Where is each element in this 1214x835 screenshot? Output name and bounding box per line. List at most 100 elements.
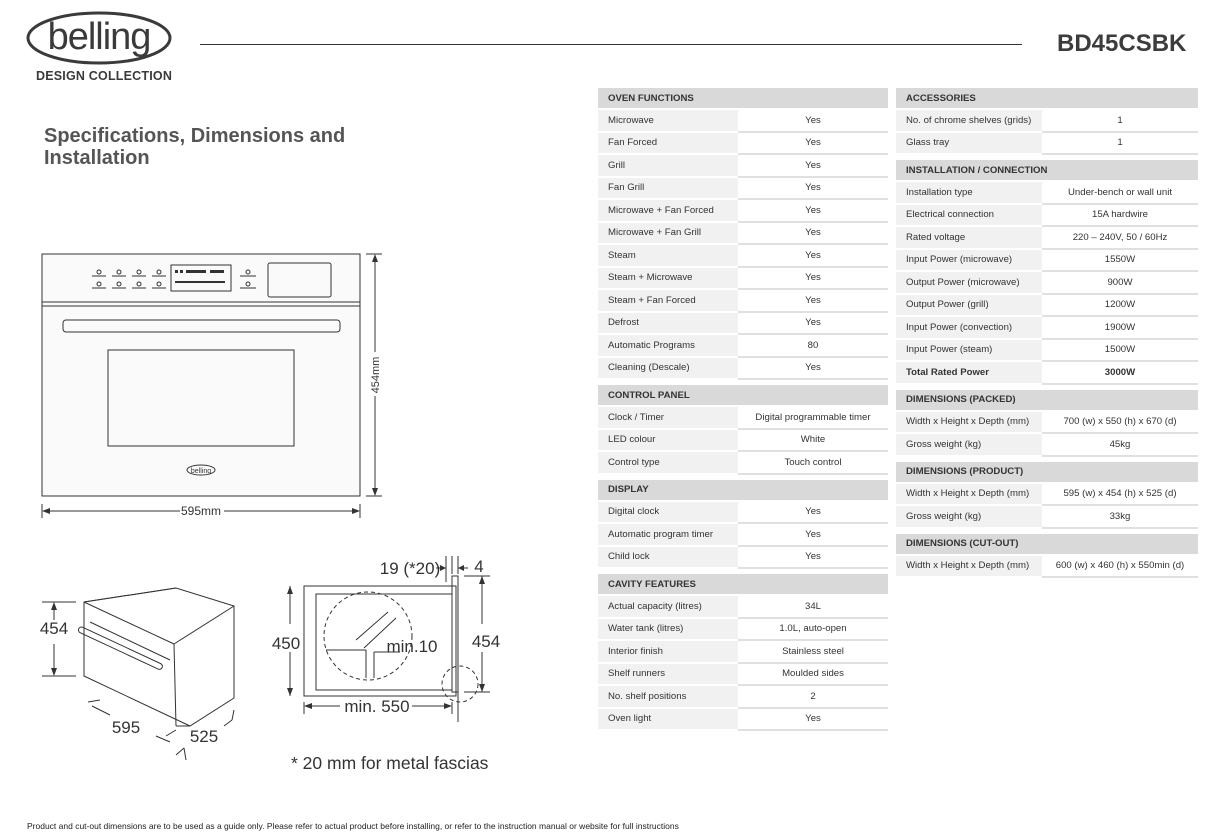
spec-label: LED colour [598, 428, 738, 452]
spec-label: Input Power (convection) [896, 316, 1042, 340]
spec-label: Control type [598, 451, 738, 475]
spec-label: Actual capacity (litres) [598, 595, 738, 619]
spec-label: Microwave + Fan Forced [598, 199, 738, 223]
iso-width-label: 595 [112, 718, 140, 737]
section-gap-cell [598, 473, 889, 480]
section-title: DIMENSIONS (PRODUCT) [896, 461, 1198, 484]
spec-value: 33kg [1042, 505, 1198, 529]
section-gap [598, 473, 889, 480]
fascia-note: * 20 mm for metal fascias [291, 753, 489, 773]
section-title: DIMENSIONS (PACKED) [896, 389, 1198, 412]
iso-depth-label: 525 [190, 727, 218, 746]
spec-label: Automatic Programs [598, 334, 738, 358]
spec-value: Yes [738, 523, 889, 547]
spec-value: Yes [738, 356, 889, 380]
spec-label: Input Power (steam) [896, 338, 1042, 362]
spec-value: 595 (w) x 454 (h) x 525 (d) [1042, 482, 1198, 506]
section-gap [896, 154, 1198, 160]
spec-row: Input Power (convection)1900W [896, 316, 1198, 340]
spec-row: Output Power (grill)1200W [896, 293, 1198, 317]
spec-label: Defrost [598, 311, 738, 335]
logo-wordmark: belling [48, 16, 151, 58]
spec-value: 3000W [1042, 361, 1198, 385]
spec-value: Yes [738, 266, 889, 290]
spec-label: Gross weight (kg) [896, 505, 1042, 529]
spec-row: Width x Height x Depth (mm)700 (w) x 550… [896, 410, 1198, 434]
spec-label: Steam + Microwave [598, 266, 738, 290]
section-header: DIMENSIONS (CUT-OUT) [896, 533, 1198, 556]
door-brand-mark: belling [191, 468, 211, 475]
spec-label: Grill [598, 154, 738, 178]
spec-row: Input Power (microwave)1550W [896, 248, 1198, 272]
spec-label: Output Power (microwave) [896, 271, 1042, 295]
spec-label: Installation type [896, 181, 1042, 205]
spec-row: Cleaning (Descale)Yes [598, 356, 889, 380]
spec-value: 1.0L, auto-open [738, 617, 889, 641]
spec-row: Input Power (steam)1500W [896, 338, 1198, 362]
section-title: CAVITY FEATURES [598, 574, 889, 596]
spec-value: 45kg [1042, 433, 1198, 457]
front-view-drawing: belling 595mm 454mm [41, 253, 382, 518]
spec-value: 15A hardwire [1042, 203, 1198, 227]
spec-row: Gross weight (kg)45kg [896, 433, 1198, 457]
spec-value: Yes [738, 109, 889, 133]
brand-subtitle: DESIGN COLLECTION [36, 69, 173, 83]
section-title: DIMENSIONS (CUT-OUT) [896, 533, 1198, 556]
isometric-drawing: 454 595 525 [40, 587, 235, 761]
spec-row: Gross weight (kg)33kg [896, 505, 1198, 529]
min10-label: min.10 [386, 637, 437, 656]
section-header: INSTALLATION / CONNECTION [896, 160, 1198, 182]
spec-row: Output Power (microwave)900W [896, 271, 1198, 295]
spec-value: 1550W [1042, 248, 1198, 272]
spec-label: Rated voltage [896, 226, 1042, 250]
spec-value: 700 (w) x 550 (h) x 670 (d) [1042, 410, 1198, 434]
spec-value: 1200W [1042, 293, 1198, 317]
spec-value: White [738, 428, 889, 452]
spec-value: Yes [738, 500, 889, 524]
spec-label: Water tank (litres) [598, 617, 738, 641]
spec-value: 1 [1042, 109, 1198, 133]
spec-value: Digital programmable timer [738, 406, 889, 430]
spec-value: Touch control [738, 451, 889, 475]
spec-value: 80 [738, 334, 889, 358]
spec-value: Yes [738, 154, 889, 178]
section-gap [896, 383, 1198, 390]
spec-label: Cleaning (Descale) [598, 356, 738, 380]
section-header: DIMENSIONS (PRODUCT) [896, 461, 1198, 484]
spec-label: Width x Height x Depth (mm) [896, 410, 1042, 434]
section-gap-cell [896, 455, 1198, 462]
spec-label: Width x Height x Depth (mm) [896, 482, 1042, 506]
spec-label: Electrical connection [896, 203, 1042, 227]
section-gap-cell [598, 568, 889, 574]
spec-label: Digital clock [598, 500, 738, 524]
section-title: ACCESSORIES [896, 88, 1198, 110]
section-header: DISPLAY [598, 479, 889, 502]
page-title: Specifications, Dimensions and Installat… [44, 125, 346, 169]
iso-height-label: 454 [40, 619, 68, 638]
spec-value: 1500W [1042, 338, 1198, 362]
spec-value: 220 – 240V, 50 / 60Hz [1042, 226, 1198, 250]
spec-value: Moulded sides [738, 662, 889, 686]
spec-label: Automatic program timer [598, 523, 738, 547]
left-height-label: 450 [272, 634, 300, 653]
cutout-section-drawing: 19 (*20) 4 450 min.10 454 min. 550 * 20 … [272, 556, 500, 773]
spec-label: Output Power (grill) [896, 293, 1042, 317]
spec-value: Yes [738, 545, 889, 569]
